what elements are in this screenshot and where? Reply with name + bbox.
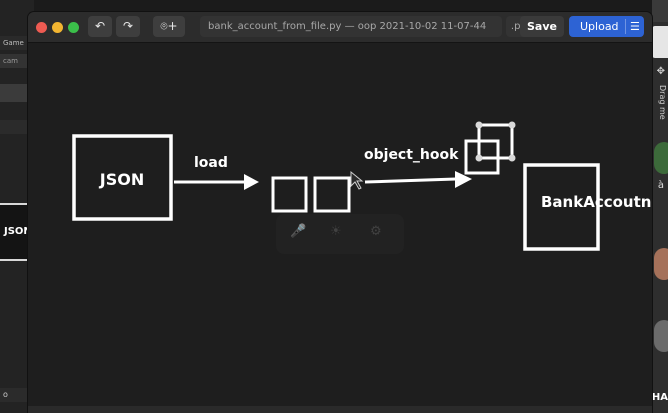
object-box-1 — [271, 176, 308, 213]
bg-tab-cam: cam — [0, 54, 34, 68]
avatar — [654, 142, 668, 174]
selection-handle[interactable] — [508, 154, 516, 162]
close-window-button[interactable] — [36, 22, 47, 33]
settings-icon[interactable]: ⚙ — [370, 224, 382, 239]
save-button[interactable]: Save — [520, 16, 564, 37]
json-box — [72, 134, 173, 221]
drag-me-label: Drag me — [658, 85, 667, 120]
redo-icon: ↷ — [122, 19, 134, 33]
bg-tab-game: Game — [0, 36, 34, 50]
bg-strip — [0, 120, 34, 134]
bg-right-bottom-text: HA — [651, 392, 668, 403]
bottom-bar — [28, 406, 652, 413]
object-hook-arrow — [364, 177, 457, 184]
hooked-box-2 — [477, 123, 514, 160]
selection-handle[interactable] — [475, 154, 483, 162]
object-hook-label: object_hook — [364, 147, 459, 163]
filename-field[interactable]: bank_account_from_file.py — oop 2021-10-… — [200, 16, 502, 37]
upload-button[interactable]: Upload ☰ — [569, 16, 644, 37]
screenshot-editor-window: ↶ ↷ ⌾+ bank_account_from_file.py — oop 2… — [28, 12, 652, 413]
bg-right-header — [652, 0, 668, 22]
cursor-icon — [350, 170, 364, 190]
title-bar: ↶ ↷ ⌾+ bank_account_from_file.py — oop 2… — [28, 12, 652, 43]
bg-strip — [0, 84, 34, 102]
undo-button[interactable]: ↶ — [88, 16, 112, 37]
brightness-icon[interactable]: ☀ — [330, 224, 342, 239]
add-screenshot-button[interactable]: ⌾+ — [153, 16, 185, 37]
background-right-panel: ✥ Drag me à HA — [652, 0, 668, 413]
camera-plus-icon: ⌾+ — [160, 19, 178, 33]
bg-bottom-label: o — [0, 388, 34, 402]
bg-right-letter: à — [657, 180, 664, 191]
drawing-canvas[interactable]: 🎤 ☀ ⚙ JSON load object_hook — [28, 43, 652, 413]
load-arrow-head — [244, 174, 259, 190]
bankaccount-box — [523, 163, 600, 251]
upload-label: Upload — [580, 20, 619, 33]
object-hook-arrow-head — [455, 171, 472, 188]
mic-icon[interactable]: 🎤 — [290, 224, 307, 239]
upload-divider — [625, 19, 626, 34]
bg-right-card — [652, 26, 668, 58]
selection-handle[interactable] — [475, 121, 483, 129]
bg-json-label: JSON — [4, 226, 32, 237]
menu-icon[interactable]: ☰ — [630, 20, 640, 33]
minimize-window-button[interactable] — [52, 22, 63, 33]
avatar — [654, 248, 668, 280]
load-label: load — [194, 155, 228, 171]
object-box-2 — [313, 176, 351, 213]
bankaccount-label: BankAccoutn — [541, 193, 651, 211]
floating-toolbar: 🎤 ☀ ⚙ — [276, 214, 404, 254]
diagram: JSON load object_hook BankAccoutn — [72, 121, 651, 251]
drag-icon[interactable]: ✥ — [656, 66, 665, 77]
redo-button[interactable]: ↷ — [116, 16, 140, 37]
selection-handle[interactable] — [508, 121, 516, 129]
json-box-label: JSON — [99, 170, 144, 189]
maximize-window-button[interactable] — [68, 22, 79, 33]
undo-icon: ↶ — [94, 19, 106, 33]
avatar — [654, 320, 668, 352]
